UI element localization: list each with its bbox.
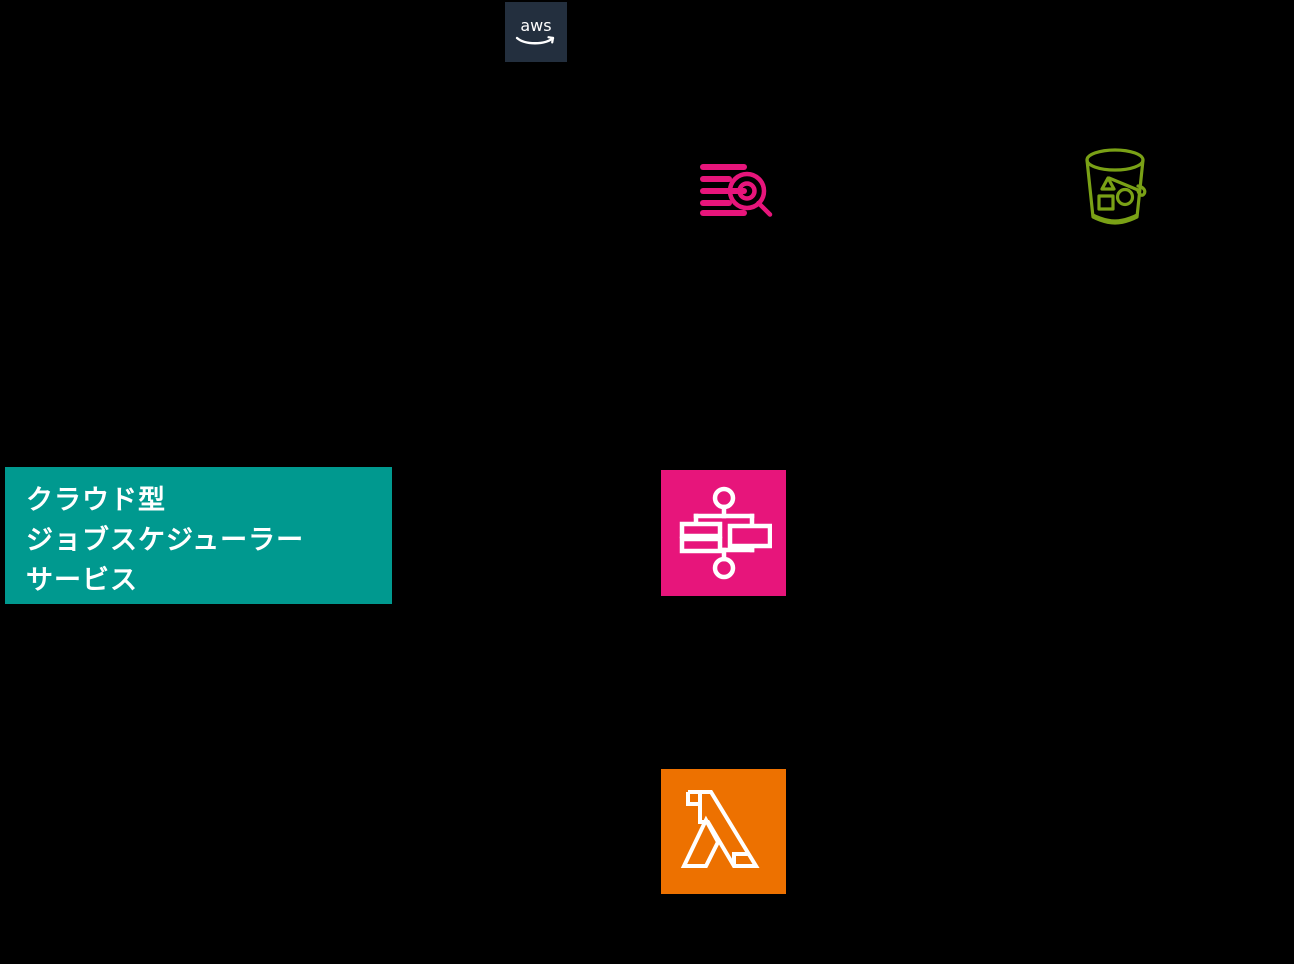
- step-functions-workflow-icon: [676, 485, 772, 581]
- svg-text:aws: aws: [520, 16, 551, 35]
- aws-logo-tile: aws: [505, 2, 567, 62]
- aws-logo-icon: aws: [514, 16, 558, 48]
- service-label-line-2: ジョブスケジューラー: [26, 525, 305, 556]
- step-functions-tile: [661, 470, 786, 596]
- cloudwatch-logs-insights-node: [698, 160, 774, 218]
- lambda-icon: [678, 786, 770, 878]
- s3-bucket-node: [1082, 146, 1156, 228]
- s3-bucket-icon: [1082, 148, 1156, 232]
- service-label-line-1: クラウド型: [26, 485, 166, 516]
- service-label-box: クラウド型 ジョブスケジューラー サービス: [5, 467, 392, 604]
- service-label-line-3: サービス: [26, 565, 138, 596]
- cloudwatch-logs-insights-icon: [698, 164, 774, 222]
- lambda-tile: [661, 769, 786, 894]
